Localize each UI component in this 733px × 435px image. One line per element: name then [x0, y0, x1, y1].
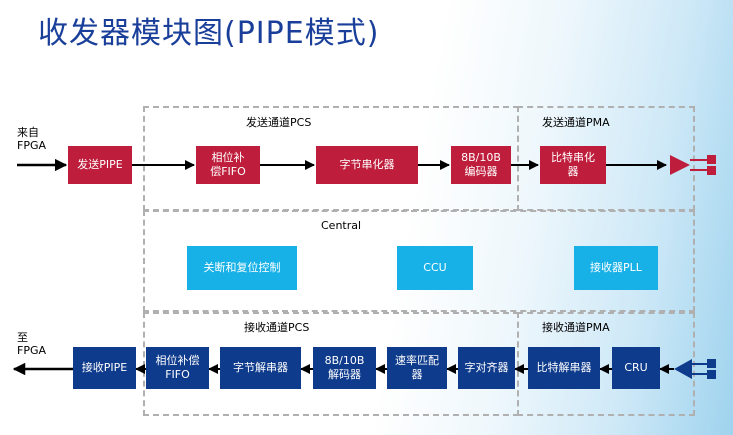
tx-output-pin-icon	[707, 166, 716, 175]
ccu-block: CCU	[397, 246, 473, 290]
rx-input-pin-icon	[707, 370, 716, 379]
rx-pipe-block: 接收PIPE	[73, 347, 136, 389]
tx-pma-label: 发送通道PMA	[542, 116, 610, 129]
page-title: 收发器模块图(PIPE模式)	[38, 16, 380, 51]
powerdown-reset-control-block: 关断和复位控制	[187, 246, 297, 290]
rx-pcs-label: 接收通道PCS	[244, 321, 310, 334]
decoder-8b10b-block: 8B/10B 解码器	[313, 347, 376, 389]
rx-pma-label: 接收通道PMA	[542, 321, 610, 334]
encoder-8b10b-block: 8B/10B 编码器	[451, 146, 511, 184]
cru-block: CRU	[612, 347, 660, 389]
to-fpga-label: 至 FPGA	[17, 331, 47, 357]
bit-serializer-block: 比特串化 器	[540, 146, 606, 184]
receiver-pll-block: 接收器PLL	[574, 246, 658, 290]
tx-phase-fifo-block: 相位补 偿FIFO	[196, 146, 260, 184]
from-fpga-label: 来自 FPGA	[17, 126, 47, 152]
central-region	[143, 210, 695, 312]
byte-deserializer-block: 字节解串器	[220, 347, 301, 389]
bit-deserializer-block: 比特解串器	[528, 347, 600, 389]
tx-pcs-label: 发送通道PCS	[246, 116, 312, 129]
rate-match-block: 速率匹配 器	[387, 347, 447, 389]
rx-phase-fifo-block: 相位补偿 FIFO	[146, 347, 209, 389]
tx-pipe-block: 发送PIPE	[68, 146, 132, 184]
rx-input-buffer-icon	[674, 359, 692, 379]
word-aligner-block: 字对齐器	[458, 347, 515, 389]
tx-output-buffer-icon	[670, 155, 690, 175]
central-label: Central	[321, 219, 362, 232]
rx-input-pin-icon	[707, 359, 716, 368]
byte-serializer-block: 字节串化器	[316, 146, 418, 184]
tx-output-pin-icon	[707, 155, 716, 164]
